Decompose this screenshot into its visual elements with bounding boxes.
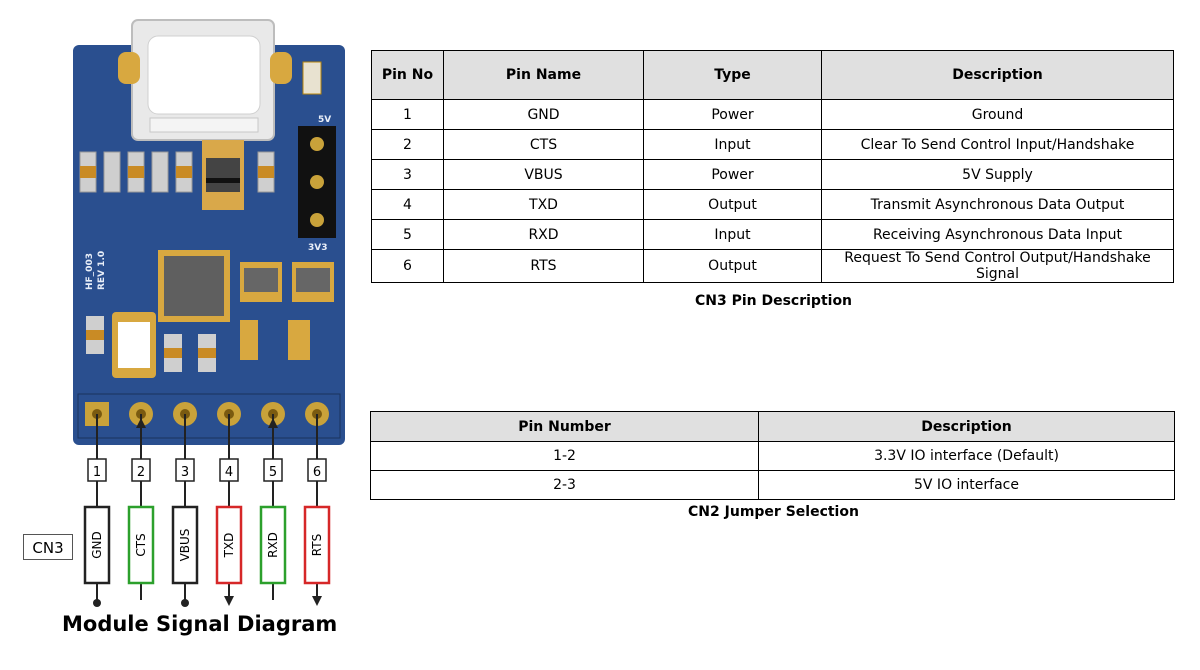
- cell-description: Request To Send Control Output/Handshake…: [821, 249, 1174, 283]
- signal-label: VBUS: [178, 529, 192, 562]
- transistor-right: [292, 262, 334, 302]
- pin-number-box: [219, 458, 239, 482]
- signal-label-box: [171, 505, 199, 585]
- cell-pin-no: 4: [371, 189, 444, 220]
- signal-label: TXD: [222, 533, 236, 559]
- cell-pin-no: 5: [371, 219, 444, 250]
- cn2-table-caption: CN2 Jumper Selection: [688, 504, 859, 520]
- cell-description: 5V IO interface: [758, 470, 1175, 500]
- table-header-row: Pin No Pin Name Type Description: [371, 50, 1174, 100]
- pin-number-label: 6: [313, 465, 321, 480]
- silk-5v: 5V: [318, 115, 331, 125]
- pin-number-box: [263, 458, 283, 482]
- cell-pin-name: CTS: [443, 129, 644, 160]
- cell-pin-name: VBUS: [443, 159, 644, 190]
- cell-pin-name: RTS: [443, 249, 644, 283]
- lower-passives: [86, 312, 310, 378]
- led-top: [302, 61, 322, 95]
- silk-board-rev: REV 1.0: [97, 251, 107, 290]
- signal-label-box: [127, 505, 155, 585]
- pin-number-box: [175, 458, 195, 482]
- cell-description: Receiving Asynchronous Data Input: [821, 219, 1174, 250]
- output-arrow: [312, 596, 322, 606]
- module-signal-diagram: 5V 3V3 HF_003 REV 1.0: [73, 19, 345, 607]
- cell-pin-name: GND: [443, 99, 644, 130]
- transistor-left: [240, 262, 282, 302]
- signal-label: RTS: [310, 534, 324, 556]
- cell-pin-name: TXD: [443, 189, 644, 220]
- cell-pin-no: 2: [371, 129, 444, 160]
- table-row: 1 GND Power Ground: [371, 99, 1174, 130]
- signal-label-box: [215, 505, 243, 585]
- table-row: 6 RTS Output Request To Send Control Out…: [371, 249, 1174, 283]
- cell-pin-name: RXD: [443, 219, 644, 250]
- ground-dot: [93, 599, 101, 607]
- cell-description: 3.3V IO interface (Default): [758, 441, 1175, 471]
- cell-pin-number: 2-3: [370, 470, 759, 500]
- pin-header-strip: [77, 393, 341, 439]
- col-header-pin-no: Pin No: [371, 50, 444, 100]
- cell-type: Power: [643, 159, 822, 190]
- signal-label-box: [259, 505, 287, 585]
- table-row: 2-3 5V IO interface: [370, 470, 1175, 500]
- cell-description: 5V Supply: [821, 159, 1174, 190]
- cell-type: Input: [643, 219, 822, 250]
- signal-label: CTS: [134, 533, 148, 556]
- ground-dot: [181, 599, 189, 607]
- cn3-table-caption: CN3 Pin Description: [694, 293, 853, 309]
- pin-number-label: 4: [225, 465, 233, 480]
- cell-type: Power: [643, 99, 822, 130]
- module-signal-diagram-caption: Module Signal Diagram: [62, 612, 338, 636]
- table-row: 3 VBUS Power 5V Supply: [371, 159, 1174, 190]
- cell-type: Output: [643, 189, 822, 220]
- cell-pin-no: 3: [371, 159, 444, 190]
- silk-3v3: 3V3: [308, 243, 328, 253]
- cell-description: Transmit Asynchronous Data Output: [821, 189, 1174, 220]
- cell-pin-number: 1-2: [370, 441, 759, 471]
- cell-type: Output: [643, 249, 822, 283]
- signal-label: GND: [90, 531, 104, 559]
- cell-description: Ground: [821, 99, 1174, 130]
- pin-number-box: [131, 458, 151, 482]
- usb-pad-left: [118, 52, 140, 84]
- table-row: 4 TXD Output Transmit Asynchronous Data …: [371, 189, 1174, 220]
- usb-pad-right: [270, 52, 292, 84]
- signal-label-box: [83, 505, 111, 585]
- cell-type: Input: [643, 129, 822, 160]
- col-header-description: Description: [758, 411, 1175, 442]
- pin-number-box: [87, 458, 107, 482]
- col-header-pin-number: Pin Number: [370, 411, 759, 442]
- col-header-description: Description: [821, 50, 1174, 100]
- pin-number-label: 3: [181, 465, 189, 480]
- col-header-type: Type: [643, 50, 822, 100]
- output-arrow: [224, 596, 234, 606]
- pin-number-label: 5: [269, 465, 277, 480]
- table-row: 2 CTS Input Clear To Send Control Input/…: [371, 129, 1174, 160]
- cn3-pin-table: Pin No Pin Name Type Description 1 GND P…: [371, 50, 1174, 283]
- silk-board-id: HF_003: [85, 253, 95, 290]
- cn2-jumper-table: Pin Number Description 1-2 3.3V IO inter…: [370, 411, 1175, 500]
- signal-label: RXD: [266, 532, 280, 558]
- cn3-connector-label: CN3: [23, 534, 73, 560]
- cn2-jumper: [298, 126, 336, 238]
- cell-description: Clear To Send Control Input/Handshake: [821, 129, 1174, 160]
- input-arrow: [136, 418, 146, 428]
- pin-number-box: [307, 458, 327, 482]
- table-row: 1-2 3.3V IO interface (Default): [370, 441, 1175, 471]
- pin-number-label: 1: [93, 465, 101, 480]
- signal-label-box: [303, 505, 331, 585]
- usb-connector: [131, 19, 275, 141]
- input-arrow: [268, 418, 278, 428]
- main-ic: [158, 250, 230, 322]
- cell-pin-no: 1: [371, 99, 444, 130]
- cell-pin-no: 6: [371, 249, 444, 283]
- diode: [202, 140, 244, 210]
- table-row: 5 RXD Input Receiving Asynchronous Data …: [371, 219, 1174, 250]
- passive-row-contacts: [80, 166, 274, 178]
- table-header-row: Pin Number Description: [370, 411, 1175, 442]
- pin-number-label: 2: [137, 465, 145, 480]
- col-header-pin-name: Pin Name: [443, 50, 644, 100]
